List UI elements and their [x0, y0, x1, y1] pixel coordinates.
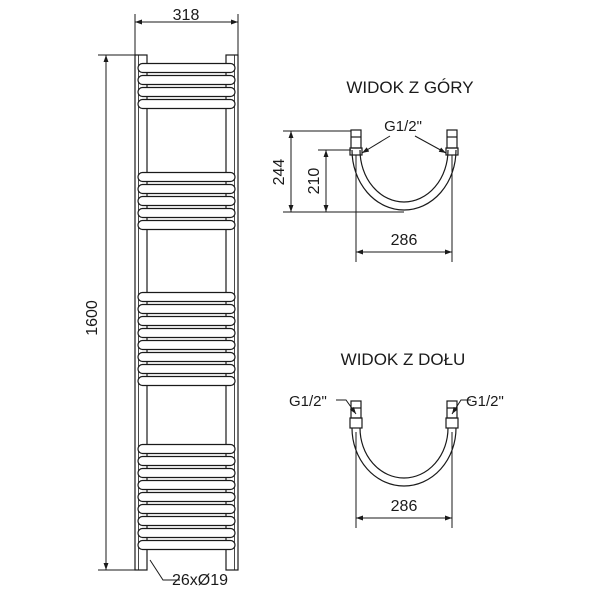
bottom-view-valve-right: [446, 400, 458, 419]
tube-23: [137, 503, 236, 515]
top-view-depth-dimensions: [283, 130, 404, 213]
bottom-view-drawing: [349, 400, 459, 487]
tube-18: [137, 443, 236, 455]
tube-5: [137, 171, 236, 183]
width-dimension: [134, 14, 239, 55]
tube-21: [137, 479, 236, 491]
tube-11: [137, 303, 236, 315]
tube-10: [137, 291, 236, 303]
top-view-drawing: [349, 129, 459, 211]
top-view-spacing-dimension: [355, 155, 453, 262]
width-label: 318: [173, 7, 200, 24]
top-view-depth-outer-label: 244: [271, 159, 288, 186]
tube-8: [137, 207, 236, 219]
tube-25: [137, 527, 236, 539]
tube-19: [137, 455, 236, 467]
top-view-spacing-label: 286: [391, 232, 418, 249]
tube-13: [137, 327, 236, 339]
tube-15: [137, 351, 236, 363]
bottom-view-title: WIDOK Z DOŁU: [341, 350, 466, 369]
tube-9: [137, 219, 236, 231]
tube-7: [137, 195, 236, 207]
bottom-view-thread-leaders: [336, 399, 471, 415]
top-view-depth-inner-label: 210: [306, 168, 323, 195]
top-view-thread-label: G1/2": [384, 118, 422, 135]
tube-24: [137, 515, 236, 527]
top-view-thread-leaders: [361, 135, 447, 154]
bottom-view-u-outer: [351, 427, 457, 487]
top-view-u-inner: [359, 149, 449, 203]
radiator-front-view: [134, 54, 239, 571]
bottom-view-spacing-label: 286: [391, 498, 418, 515]
bottom-view-u-inner: [359, 427, 449, 479]
height-dimension: [98, 54, 135, 571]
top-view-u-outer: [351, 149, 457, 211]
top-view-title: WIDOK Z GÓRY: [346, 78, 473, 97]
tube-6: [137, 183, 236, 195]
tube-14: [137, 339, 236, 351]
bottom-view-thread-left-label: G1/2": [289, 393, 327, 410]
bottom-view-thread-right-label: G1/2": [466, 393, 504, 410]
tube-1: [137, 62, 236, 74]
tube-20: [137, 467, 236, 479]
tube-12: [137, 315, 236, 327]
tube-4: [137, 98, 236, 110]
tubes-label: 26xØ19: [172, 572, 228, 589]
top-view-valve-left: [350, 129, 362, 149]
horizontal-tubes: [137, 62, 236, 551]
tube-2: [137, 74, 236, 86]
tube-17: [137, 375, 236, 387]
bottom-view-spacing-dimension: [355, 432, 453, 528]
tube-16: [137, 363, 236, 375]
tube-3: [137, 86, 236, 98]
height-label: 1600: [84, 300, 101, 336]
tube-22: [137, 491, 236, 503]
tubes-leader-line: [149, 559, 180, 581]
top-view-valve-right: [446, 129, 458, 149]
tube-26: [137, 539, 236, 551]
